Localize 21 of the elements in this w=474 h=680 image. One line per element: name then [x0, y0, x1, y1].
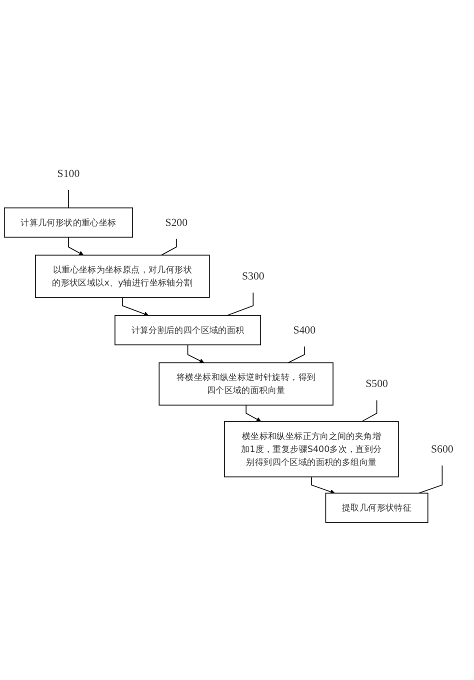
- connector: [160, 238, 177, 256]
- node-box: 横坐标和纵坐标正方向之间的夹角增加1度，重复步骤S400多次，直到分别得到四个区域的面积的多组向量: [224, 421, 399, 478]
- node-text: S500: [366, 378, 388, 390]
- node-box: 计算几何形状的重心坐标: [4, 208, 133, 238]
- node-text: S200: [165, 216, 188, 229]
- arrow: [187, 344, 204, 364]
- connector: [226, 292, 254, 316]
- arrow: [246, 404, 262, 422]
- node-box: 计算分割后的四个区域的面积: [114, 315, 262, 346]
- node-box: 提取几何形状特征: [325, 492, 428, 523]
- node-box: 以重心坐标为坐标原点，对几何形状的形状区域以x、y轴进行坐标轴分割: [35, 254, 210, 298]
- node-text: S600: [430, 443, 454, 456]
- connector: [68, 190, 69, 208]
- arrow: [68, 236, 84, 256]
- node-text: S300: [242, 270, 264, 282]
- node-box: 将横坐标和纵坐标逆时针旋转，得到四个区域的面积向量: [158, 362, 334, 406]
- node-text: S100: [57, 168, 80, 180]
- arrow: [122, 297, 149, 316]
- arrow: [311, 476, 335, 494]
- node-text: S400: [293, 324, 316, 336]
- connector: [288, 346, 305, 364]
